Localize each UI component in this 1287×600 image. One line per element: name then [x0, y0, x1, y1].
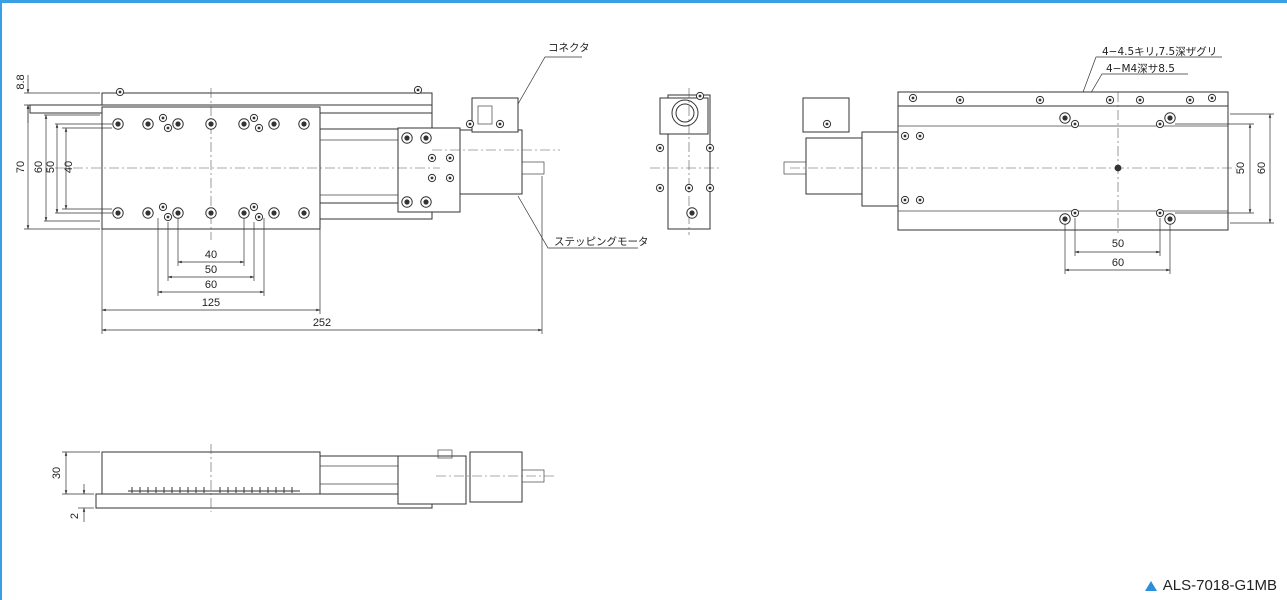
left-frame-line [0, 0, 2, 600]
dim-70: 70 [15, 161, 27, 173]
motor-callout: ステッピングモータ [554, 235, 649, 248]
dim-40-vertical: 40 [63, 161, 75, 173]
bottom-view [783, 91, 1236, 236]
top-view-dimensions [24, 75, 543, 334]
stepping-motor [459, 129, 523, 195]
dim-2: 2 [69, 513, 81, 519]
top-cover-plate [101, 92, 433, 106]
model-label: ALS-7018-G1MB [1144, 577, 1277, 594]
dim-30: 30 [51, 467, 63, 479]
dim-50-vertical: 50 [45, 161, 57, 173]
dim-252: 252 [313, 317, 331, 329]
dim-40: 40 [205, 249, 217, 261]
dim-60-bottom: 60 [1112, 257, 1124, 269]
end-view [650, 88, 720, 235]
model-number: ALS-7018-G1MB [1162, 577, 1277, 594]
through-holes-callout: 4−4.5キリ,7.5深ザグリ [1102, 45, 1217, 58]
dim-125: 125 [202, 297, 220, 309]
front-view-motor [469, 451, 523, 503]
triangle-icon [1144, 580, 1157, 591]
dim-60-vertical: 60 [33, 161, 45, 173]
dim-50-bottom: 50 [1112, 238, 1124, 250]
bottom-view-dimensions [1064, 113, 1274, 274]
front-view [62, 444, 556, 522]
dim-60: 60 [205, 279, 217, 291]
tapped-holes-callout: 4−M4深サ8.5 [1106, 63, 1175, 75]
connector [471, 97, 519, 133]
dim-8-8: 8.8 [15, 74, 27, 89]
connector-callout: コネクタ [548, 42, 590, 54]
dim-50-bottom-vertical: 50 [1235, 162, 1247, 174]
top-frame-line [0, 0, 1287, 3]
dim-60-bottom-vertical: 60 [1256, 162, 1268, 174]
top-view [29, 85, 560, 240]
dim-50: 50 [205, 264, 217, 276]
rack-teeth [128, 487, 300, 493]
